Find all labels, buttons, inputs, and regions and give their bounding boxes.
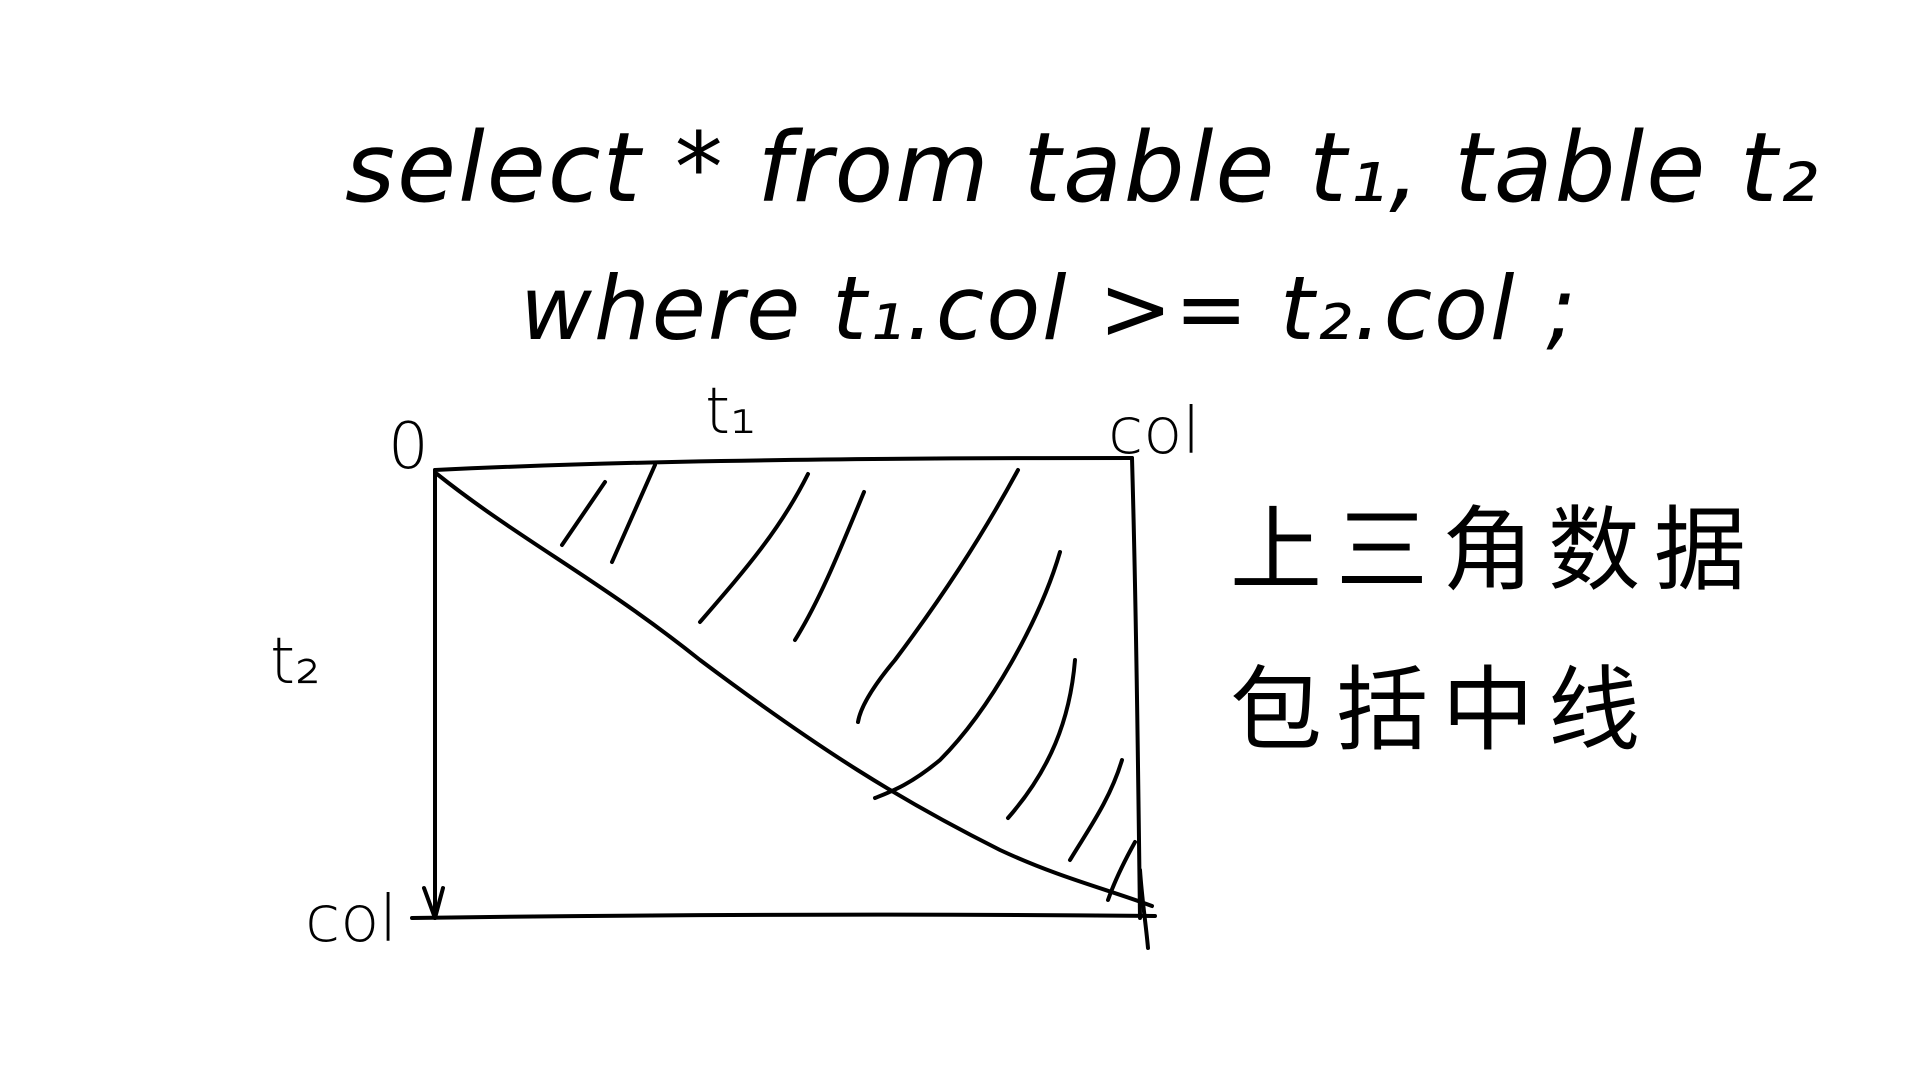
hatch-line: [856, 468, 1020, 724]
matrix-diagonal: [435, 472, 1154, 908]
origin-label: 0: [388, 410, 429, 484]
upper-triangle-hatching: [560, 463, 1150, 950]
hatch-line: [1068, 758, 1124, 862]
hatch-line: [793, 490, 866, 642]
sql-where-line: where t₁.col >= t₂.col ;: [520, 257, 1579, 360]
top-axis-label: t₁: [705, 375, 756, 449]
annotation-upper-triangle: 上三角数据: [1230, 497, 1761, 604]
hatch-line: [560, 480, 607, 547]
hatch-line: [1138, 868, 1150, 950]
left-axis-arrow: [422, 886, 445, 920]
matrix-bottom-edge: [410, 912, 1157, 920]
left-axis-label: t₂: [270, 625, 321, 699]
hatch-line: [698, 472, 810, 624]
left-end-label: col: [305, 883, 398, 957]
matrix-top-edge: [433, 456, 1134, 472]
sql-select-line: select * from table t₁, table t₂: [345, 112, 1820, 224]
top-end-label: col: [1108, 395, 1201, 469]
annotation-includes-diagonal: 包括中线: [1230, 657, 1655, 764]
hatch-line: [610, 463, 657, 564]
hatch-line: [1106, 840, 1137, 902]
hatch-line: [1006, 658, 1077, 820]
matrix-right-edge: [1130, 456, 1142, 920]
hatch-line: [873, 550, 1062, 800]
